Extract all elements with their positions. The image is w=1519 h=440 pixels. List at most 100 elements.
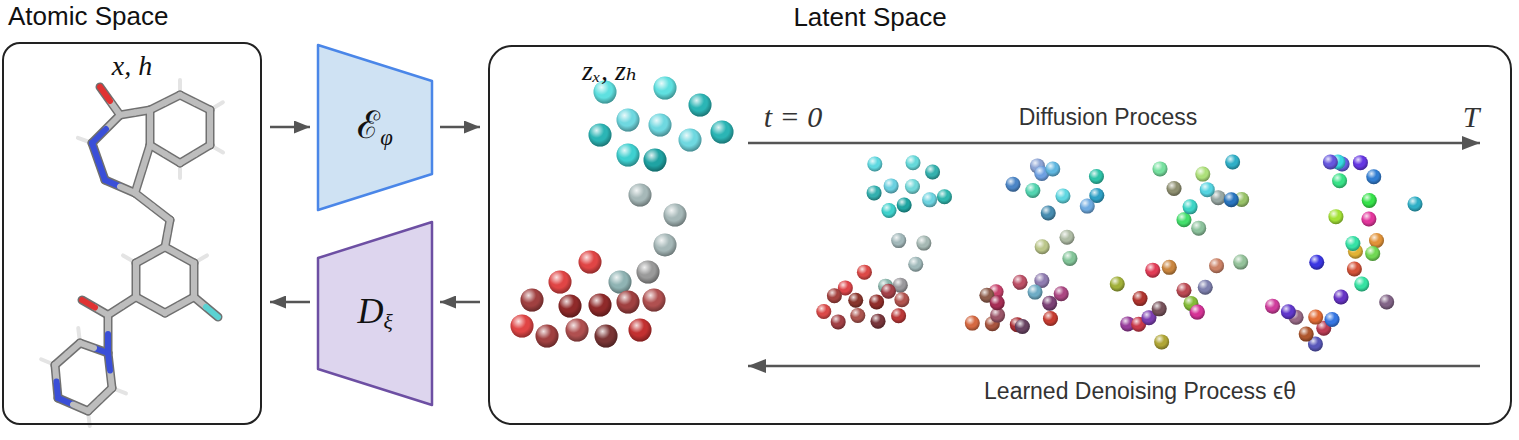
latent-point: [897, 197, 912, 212]
molecule-illustration: [41, 80, 223, 426]
latent-point: [1281, 304, 1296, 319]
latent-point: [1152, 161, 1167, 176]
latent-point: [1365, 246, 1380, 261]
latent-point: [891, 233, 906, 248]
latent-point: [850, 308, 865, 323]
flow-arrow: [440, 301, 480, 304]
latent-point: [589, 294, 612, 317]
latent-point: [905, 179, 920, 194]
latent-points: [511, 77, 1423, 352]
latent-point: [925, 165, 940, 180]
latent-point: [1195, 167, 1210, 182]
latent-point: [617, 109, 640, 132]
latent-point: [965, 316, 980, 331]
latent-point: [831, 314, 846, 329]
latent-point: [1225, 155, 1240, 170]
space-heading: Atomic Space: [8, 2, 168, 32]
latent-point: [1176, 283, 1191, 298]
flow-arrow: [270, 126, 310, 129]
latent-point: [1042, 296, 1057, 311]
latent-point: [1366, 169, 1381, 184]
latent-point: [1347, 261, 1362, 276]
latent-point: [869, 294, 884, 309]
latent-point: [1043, 311, 1058, 326]
latent-symbols: zₓ, zₕ: [582, 55, 638, 87]
latent-space-box: Latent Spacezₓ, zₕ: [488, 45, 1512, 425]
latent-point: [654, 234, 677, 257]
encoder-trapezoid: ℰφ: [318, 45, 432, 210]
feature-symbols: x, h: [112, 50, 152, 82]
latent-point: [1054, 286, 1069, 301]
latent-point: [1190, 305, 1205, 320]
latent-point: [1062, 251, 1077, 266]
latent-point: [894, 292, 909, 307]
latent-point: [1408, 197, 1423, 212]
latent-point: [511, 315, 534, 338]
latent-point: [867, 157, 882, 172]
latent-point: [711, 121, 734, 144]
latent-point: [891, 308, 906, 323]
process-label: Diffusion Process: [1019, 104, 1198, 130]
latent-point: [1362, 193, 1377, 208]
latent-point: [1191, 221, 1206, 236]
space-heading: Latent Space: [793, 3, 946, 33]
latent-point: [937, 189, 952, 204]
latent-point: [617, 144, 640, 167]
latent-point: [1132, 291, 1147, 306]
latent-point: [689, 94, 712, 117]
latent-point: [559, 295, 582, 318]
latent-point: [1025, 183, 1040, 198]
latent-point: [1308, 310, 1323, 325]
latent-point: [629, 319, 652, 342]
latent-point: [1167, 181, 1182, 196]
encoder-symbol: ℰφ: [357, 104, 393, 151]
latent-point: [536, 325, 559, 348]
flow-arrow: [270, 301, 310, 304]
latent-point: [595, 325, 618, 348]
latent-point: [566, 319, 589, 342]
latent-point: [1162, 260, 1177, 275]
latent-point: [1045, 161, 1060, 176]
latent-point: [827, 288, 842, 303]
latent-point: [1015, 319, 1030, 334]
latent-point: [549, 271, 572, 294]
latent-point: [1309, 255, 1324, 270]
latent-point: [884, 178, 899, 193]
latent-point: [1369, 233, 1384, 248]
latent-point: [1176, 212, 1191, 227]
latent-point: [1154, 334, 1169, 349]
flow-arrow: [440, 126, 480, 129]
latent-point: [644, 149, 667, 172]
latent-point: [908, 257, 923, 272]
latent-point: [1361, 212, 1376, 227]
latent-point: [1323, 155, 1338, 170]
latent-point: [589, 124, 612, 147]
latent-point: [857, 265, 872, 280]
latent-point: [1110, 276, 1125, 291]
latent-point: [871, 314, 886, 329]
latent-point: [1379, 294, 1394, 309]
time-label: T: [1463, 100, 1480, 135]
latent-point: [649, 114, 672, 137]
latent-point: [922, 192, 937, 207]
latent-point: [1183, 199, 1198, 214]
latent-point: [637, 261, 660, 284]
latent-point: [1209, 258, 1224, 273]
latent-point: [905, 155, 920, 170]
latent-point: [816, 304, 831, 319]
latent-point: [916, 236, 931, 251]
latent-point: [1041, 206, 1056, 221]
latent-point: [1265, 299, 1280, 314]
latent-point: [679, 129, 702, 152]
latent-point: [881, 284, 896, 299]
latent-point: [1299, 327, 1314, 342]
latent-point: [1028, 285, 1043, 300]
latent-point: [867, 185, 882, 200]
latent-point: [1198, 280, 1213, 295]
latent-point: [654, 77, 677, 100]
latent-point: [609, 271, 632, 294]
latent-point: [1006, 177, 1021, 192]
latent-point: [643, 289, 666, 312]
